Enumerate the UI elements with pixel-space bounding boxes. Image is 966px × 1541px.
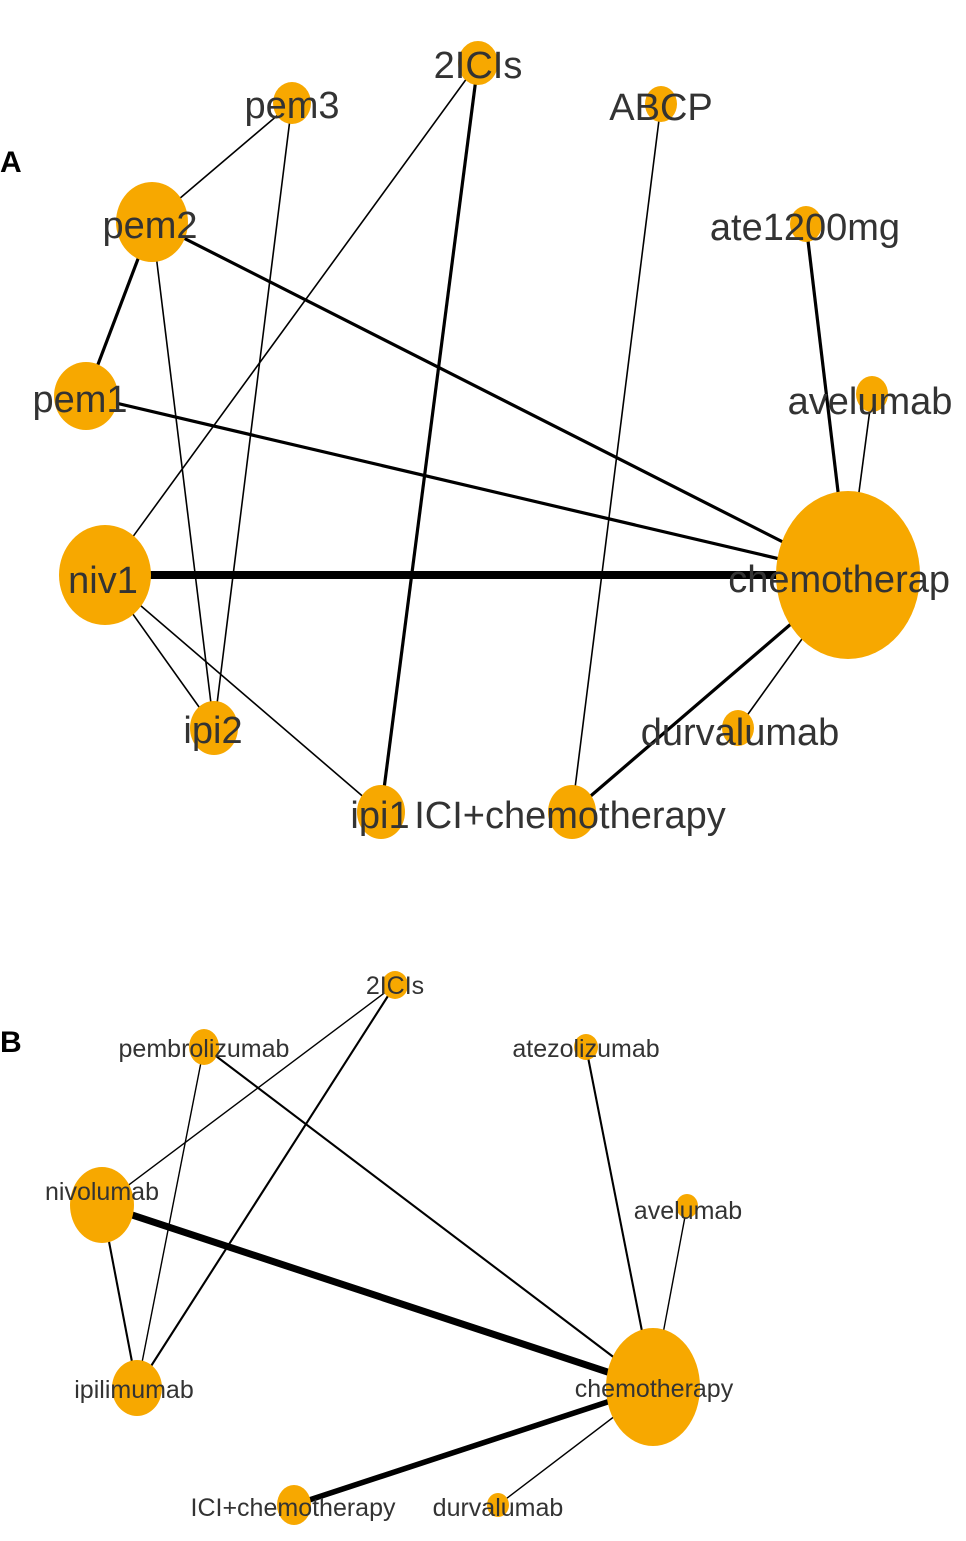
panel-b-node-label-pembrolizumab: pembrolizumab (119, 1035, 290, 1063)
panel-b-node-label-atezolizumab: atezolizumab (512, 1035, 659, 1063)
panel-a-edge-pem2-chemotherapy (151, 220, 849, 577)
panel-b-node-label-2icis: 2ICIs (366, 972, 424, 1000)
panel-a-node-label-abcp: ABCP (609, 87, 712, 129)
panel-a-node-ipi2 (190, 701, 238, 755)
panel-a-edge-niv1-ipi1 (104, 574, 382, 813)
panel-a-node-chemotherapy (776, 491, 920, 659)
panel-b-edge-icichemo-chemotherapy (293, 1384, 654, 1508)
panel-a-node-abcp (645, 86, 677, 122)
panel-b-node-nivolumab (70, 1167, 134, 1243)
panel-b-node-label-icichemo: ICI+chemotherapy (191, 1494, 396, 1522)
panel-a-node-label-ate1200mg: ate1200mg (710, 207, 900, 249)
panel-a-edge-pem3-ipi2 (213, 102, 293, 729)
panel-a-node-2icis (458, 41, 498, 85)
panel-a-node-pem3 (273, 82, 311, 124)
panel-b-node-atezolizumab (574, 1034, 598, 1060)
panel-a-node-label-ipi1: ipi1 (350, 795, 409, 837)
panel-a-node-pem2 (116, 182, 188, 262)
panel-b-node-icichemo (277, 1485, 311, 1525)
panel-a-node-label-niv1: niv1 (68, 560, 138, 602)
panel-b-node-label-durvalumab: durvalumab (433, 1494, 564, 1522)
panel-a-node-durvalumab (722, 710, 754, 746)
panel-b-node-avelumab (676, 1194, 698, 1218)
panel-b-node-label-avelumab: avelumab (634, 1197, 742, 1225)
panel-b-edge-2icis-ipilimumab (136, 984, 396, 1389)
panel-a-label: A (0, 146, 22, 179)
panel-a-node-label-durvalumab: durvalumab (641, 712, 840, 754)
panel-a-node-niv1 (59, 525, 151, 625)
panel-b-edge-pembrolizumab-chemotherapy (203, 1046, 654, 1388)
panel-a-node-label-avelumab: avelumab (788, 381, 953, 423)
panel-a-node-icichemo (548, 785, 596, 839)
panel-b-edge-nivolumab-chemotherapy (100, 1201, 655, 1391)
panel-a-node-ate1200mg (790, 206, 822, 242)
panel-b-node-ipilimumab (112, 1360, 162, 1416)
panel-a-node-label-2icis: 2ICIs (434, 45, 523, 87)
panel-a-node-label-pem3: pem3 (244, 85, 339, 127)
panel-b-node-label-chemotherapy: chemotherapy (575, 1375, 734, 1403)
panel-b-node-label-nivolumab: nivolumab (45, 1178, 159, 1206)
panel-a-edge-2icis-ipi1 (379, 62, 480, 813)
panel-a-node-label-pem2: pem2 (102, 205, 197, 247)
panel-a-node-label-icichemo: ICI+chemotherapy (414, 795, 726, 837)
panel-a-node-label-pem1: pem1 (32, 379, 127, 421)
panel-a-node-label-chemotherapy: chemotherap (728, 559, 950, 601)
panel-a-edge-2icis-niv1 (104, 62, 479, 576)
panel-a-node-label-ipi2: ipi2 (183, 710, 242, 752)
panel-b-node-chemotherapy (606, 1328, 700, 1446)
panel-a-edge-pem1-chemotherapy (85, 394, 849, 577)
panel-a-edge-abcp-icichemo (571, 103, 662, 813)
panel-b-edge-pembrolizumab-ipilimumab (136, 1046, 205, 1389)
panel-b-label: B (0, 1026, 22, 1059)
panel-b-edge-2icis-nivolumab (101, 984, 396, 1206)
panel-a-network: 2ICIs pem3 ABCP pem2 ate1200mg pem1 avelumab ni… (32, 41, 952, 839)
panel-a-edge-pem2-ipi2 (151, 221, 215, 729)
panel-b-node-pembrolizumab (189, 1029, 219, 1065)
panel-b-node-label-ipilimumab: ipilimumab (74, 1376, 193, 1404)
panel-a-node-pem1 (54, 362, 118, 430)
panel-b-node-2icis (382, 971, 408, 999)
panel-b-node-durvalumab (487, 1493, 509, 1517)
panel-a-node-avelumab (856, 376, 888, 412)
panel-b-network: 2ICIs pembrolizumab atezolizumab nivolumab a… (45, 971, 742, 1525)
panel-a-node-ipi1 (357, 785, 405, 839)
